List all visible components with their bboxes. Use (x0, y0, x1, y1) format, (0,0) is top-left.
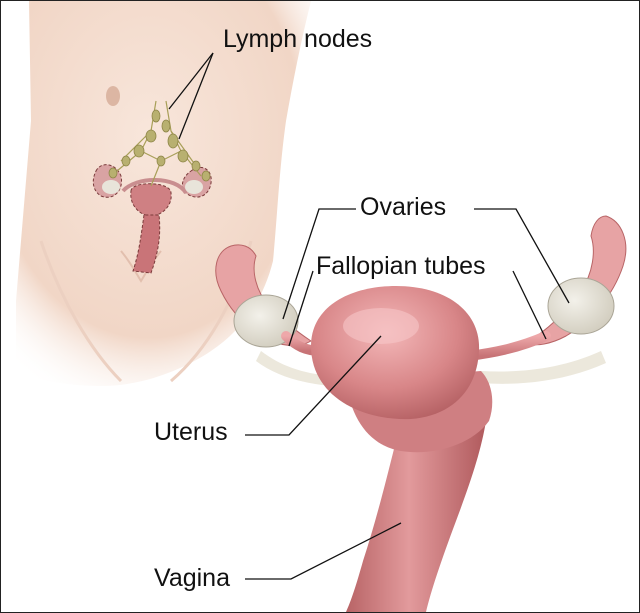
label-ovaries: Ovaries (360, 195, 446, 220)
label-uterus: Uterus (154, 420, 228, 445)
label-vagina: Vagina (154, 566, 230, 591)
label-fallopian-tubes: Fallopian tubes (316, 254, 486, 279)
label-lymph-nodes: Lymph nodes (223, 27, 372, 52)
leader-line-tube-right (513, 271, 546, 339)
navel (106, 86, 120, 106)
